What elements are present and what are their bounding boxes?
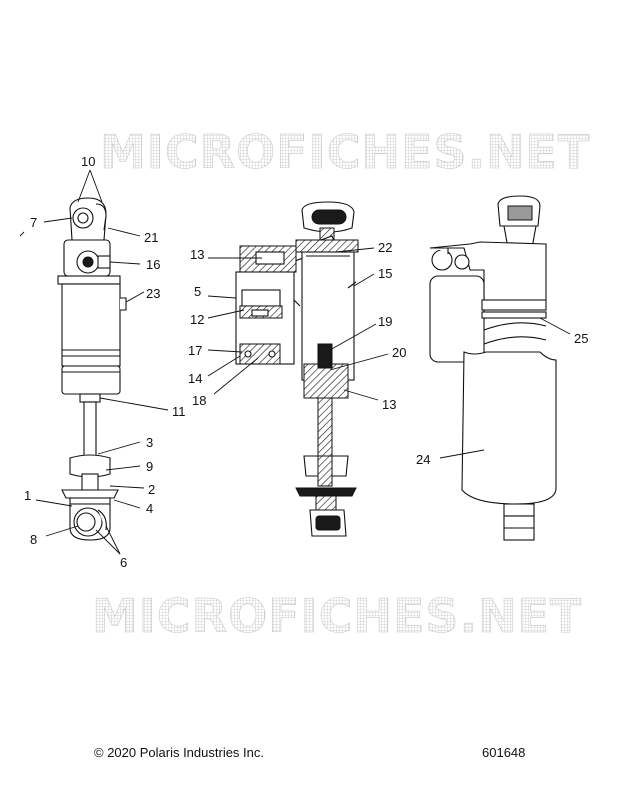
- callout-labels: 10 7 21 16 23 11 3 9 1 2 4 8 6 13 5 12 1…: [24, 154, 588, 570]
- callout-9: 9: [146, 459, 153, 474]
- callout-6: 6: [120, 555, 127, 570]
- stray-mark: [19, 231, 25, 237]
- callout-21: 21: [144, 230, 158, 245]
- callout-5: 5: [194, 284, 201, 299]
- callout-13-piston: 13: [382, 397, 396, 412]
- copyright-text: © 2020 Polaris Industries Inc.: [94, 745, 264, 760]
- callout-8: 8: [30, 532, 37, 547]
- callout-22: 22: [378, 240, 392, 255]
- callout-17: 17: [188, 343, 202, 358]
- shock-assembly-left: [57, 197, 127, 541]
- callout-13-reservoir: 13: [190, 247, 204, 262]
- callout-10: 10: [81, 154, 95, 169]
- callout-19: 19: [378, 314, 392, 329]
- callout-7: 7: [30, 215, 37, 230]
- diagram-number: 601648: [482, 745, 526, 760]
- watermark-bottom: MICROFICHES.NET: [92, 589, 582, 643]
- watermark-top: MICROFICHES.NET: [100, 125, 590, 179]
- callout-23: 23: [146, 286, 160, 301]
- shock-assembly-right: [429, 195, 557, 541]
- callout-2: 2: [148, 482, 155, 497]
- callout-25: 25: [574, 331, 588, 346]
- callout-3: 3: [146, 435, 153, 450]
- callout-14: 14: [188, 371, 202, 386]
- callout-24: 24: [416, 452, 430, 467]
- callout-1: 1: [24, 488, 31, 503]
- leader-lines: [35, 169, 571, 555]
- callout-15: 15: [378, 266, 392, 281]
- callout-12: 12: [190, 312, 204, 327]
- callout-4: 4: [146, 501, 153, 516]
- shock-assembly-cutaway: [235, 201, 359, 537]
- callout-11: 11: [172, 404, 186, 419]
- callout-20: 20: [392, 345, 406, 360]
- callout-18: 18: [192, 393, 206, 408]
- callout-16: 16: [146, 257, 160, 272]
